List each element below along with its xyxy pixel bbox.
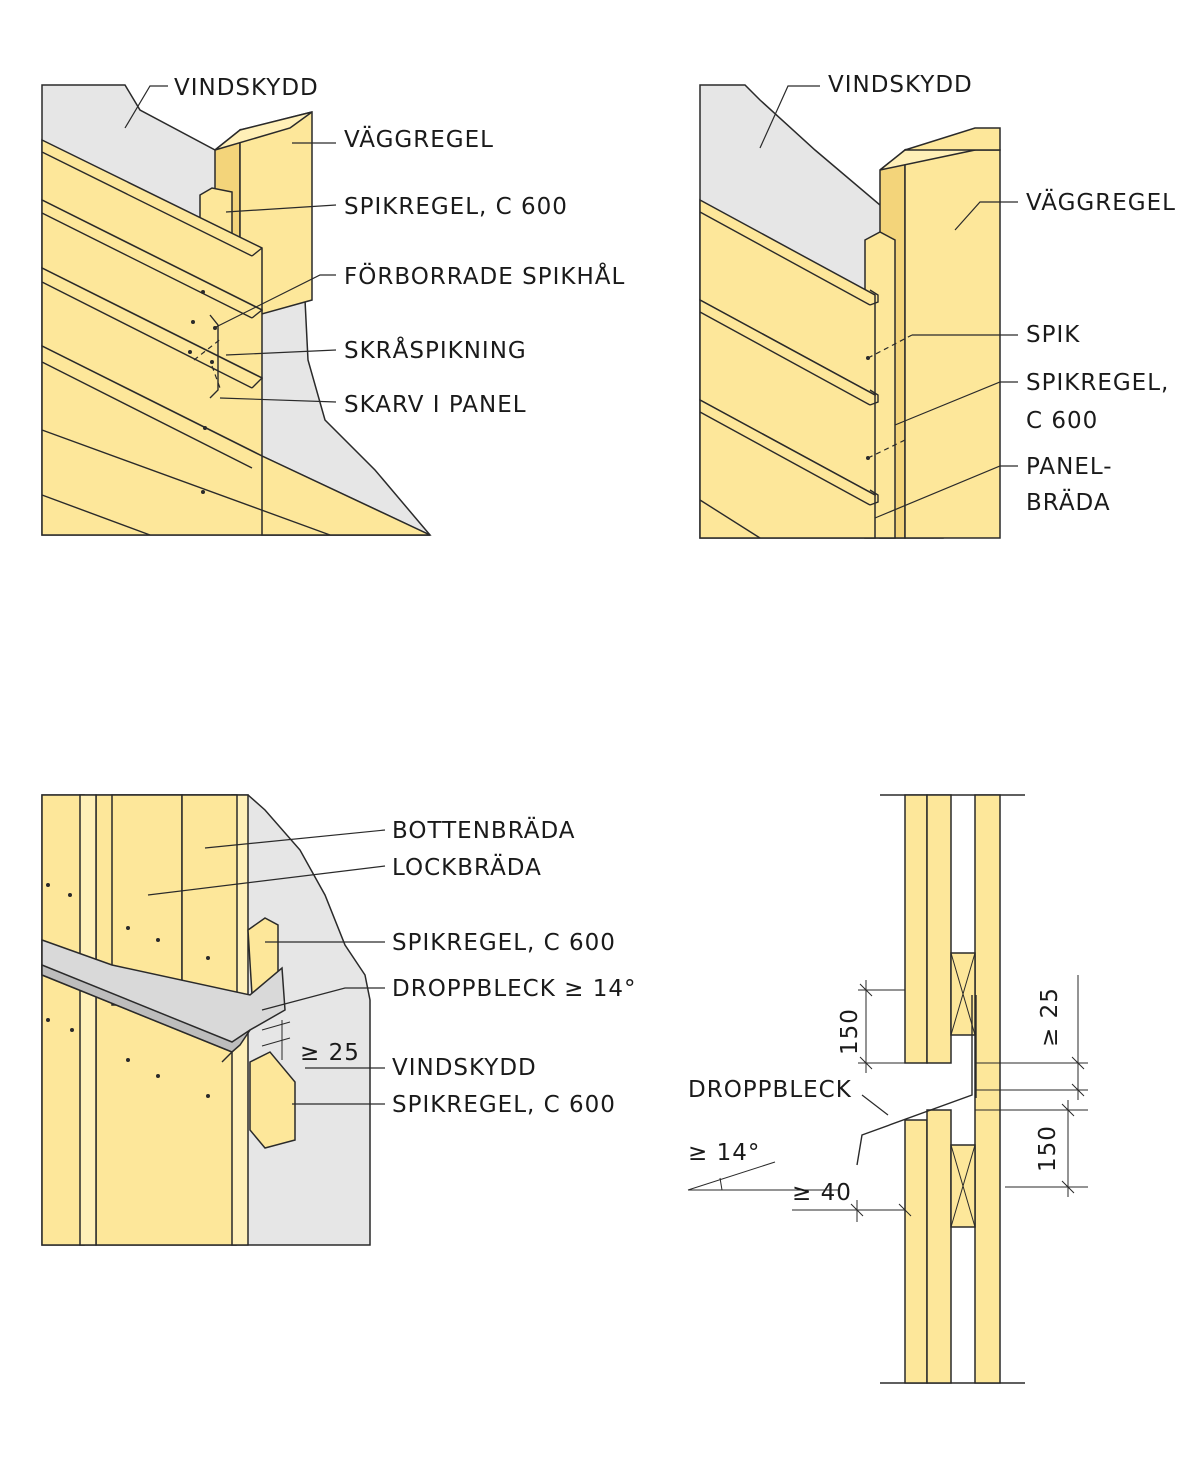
label-droppbleck: DROPPBLECK — [688, 1077, 852, 1103]
wall-stud-front — [904, 149, 1001, 539]
label-vindskydd: VINDSKYDD — [174, 75, 319, 101]
panel-top-left: VINDSKYDD VÄGGREGEL SPIKREGEL, C 600 FÖR… — [41, 75, 625, 536]
label-skraspikning: SKRÅSPIKNING — [344, 336, 527, 364]
label-angle: ≥ 14° — [688, 1140, 760, 1166]
label-spikregel: SPIKREGEL, C 600 — [344, 194, 568, 220]
label-spik: SPIK — [1026, 322, 1080, 348]
drip-flashing-profile — [856, 995, 973, 1166]
panel-joint — [209, 314, 219, 399]
panel-top-right: VINDSKYDD VÄGGREGEL SPIK SPIKREGEL, C 60… — [699, 72, 1176, 539]
panel-bottom-left: BOTTENBRÄDA LOCKBRÄDA SPIKREGEL, C 600 D… — [41, 794, 636, 1246]
label-spikregel-line2: C 600 — [1026, 408, 1098, 434]
cover-board-lower — [904, 1119, 928, 1384]
label-spikregel-line1: SPIKREGEL, — [1026, 370, 1169, 396]
bottom-board-upper — [926, 794, 952, 1064]
label-vindskydd: VINDSKYDD — [828, 72, 973, 98]
bottom-board-lower — [926, 1109, 952, 1384]
label-panel-line1: PANEL- — [1026, 454, 1113, 480]
board-front — [181, 794, 238, 1011]
label-forborrade-spikhal: FÖRBORRADE SPIKHÅL — [344, 262, 625, 290]
label-vindskydd: VINDSKYDD — [392, 1055, 537, 1081]
label-spikregel-lower: SPIKREGEL, C 600 — [392, 1092, 616, 1118]
cover-board — [79, 794, 97, 1246]
label-panel-line2: BRÄDA — [1026, 488, 1111, 516]
label-lockbrada: LOCKBRÄDA — [392, 853, 542, 881]
panel-board-right — [261, 454, 431, 536]
label-spikregel-upper: SPIKREGEL, C 600 — [392, 930, 616, 956]
label-dim-150-top: 150 — [837, 1008, 863, 1055]
label-dim-150-bottom: 150 — [1035, 1125, 1061, 1172]
label-dim-40: ≥ 40 — [792, 1180, 852, 1206]
wall-stud-top — [214, 111, 313, 151]
label-bottenbrada: BOTTENBRÄDA — [392, 816, 576, 844]
label-dim-25: ≥ 25 — [300, 1040, 360, 1066]
wall-stud-back — [904, 127, 1001, 151]
label-vaggregel: VÄGGREGEL — [1026, 188, 1176, 216]
batten-upper — [247, 917, 279, 996]
panel-bottom-right: DROPPBLECK ≥ 14° ≥ 40 150 150 ≥ 25 — [687, 794, 1088, 1384]
label-droppbleck: DROPPBLECK ≥ 14° — [392, 976, 636, 1002]
cover-board-upper — [904, 794, 928, 1064]
label-dim-25: ≥ 25 — [1037, 987, 1063, 1047]
wall-stud-section — [974, 794, 1001, 1384]
label-vaggregel: VÄGGREGEL — [344, 125, 494, 153]
batten-lower — [249, 1051, 296, 1149]
label-skarv-i-panel: SKARV I PANEL — [344, 392, 527, 418]
panel-board — [699, 398, 876, 539]
